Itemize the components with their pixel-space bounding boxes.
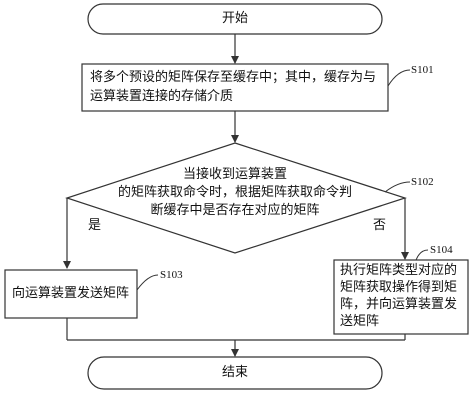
yes-label: 是	[88, 218, 102, 233]
s101-text-line-2: 运算装置连接的存储介质	[90, 89, 234, 104]
s102-text-line-1: 当接收到运算装置	[182, 167, 287, 182]
s103-leader-line	[136, 274, 159, 291]
no-label: 否	[373, 218, 387, 233]
s102-leader-line	[384, 181, 411, 193]
s104-process-box	[333, 259, 469, 335]
s101-process-box	[81, 63, 389, 112]
s103-text: 向运算装置发送矩阵	[12, 286, 130, 301]
s104-step-id: S104	[430, 244, 453, 256]
s103-process-box	[4, 269, 138, 319]
s101-text-line-1: 将多个预设的矩阵保存至缓存中；其中，缓存为与	[90, 70, 377, 85]
s103-step-id: S103	[160, 269, 183, 281]
end-label: 结束	[221, 365, 248, 380]
s104-leader-line	[415, 249, 429, 261]
s104-text-line-2: 矩阵获取操作得到矩	[340, 280, 458, 295]
s102-step-id: S102	[411, 176, 434, 188]
s102-decision-diamond	[65, 142, 407, 254]
s104-text-line-3: 阵，并向运算装置发	[340, 297, 458, 312]
s104-text-line-1: 执行矩阵类型对应的	[340, 263, 458, 278]
end-terminal	[87, 356, 383, 390]
s101-step-id: S101	[411, 64, 434, 76]
s101-leader-line	[387, 69, 411, 87]
s102-text-line-2: 的矩阵获取命令时，根据矩阵获取命令判	[117, 185, 352, 200]
s102-text-line-3: 断缓存中是否存在对应的矩阵	[150, 203, 320, 218]
s104-text-line-4: 送矩阵	[340, 314, 380, 329]
start-label: 开始	[221, 11, 248, 26]
